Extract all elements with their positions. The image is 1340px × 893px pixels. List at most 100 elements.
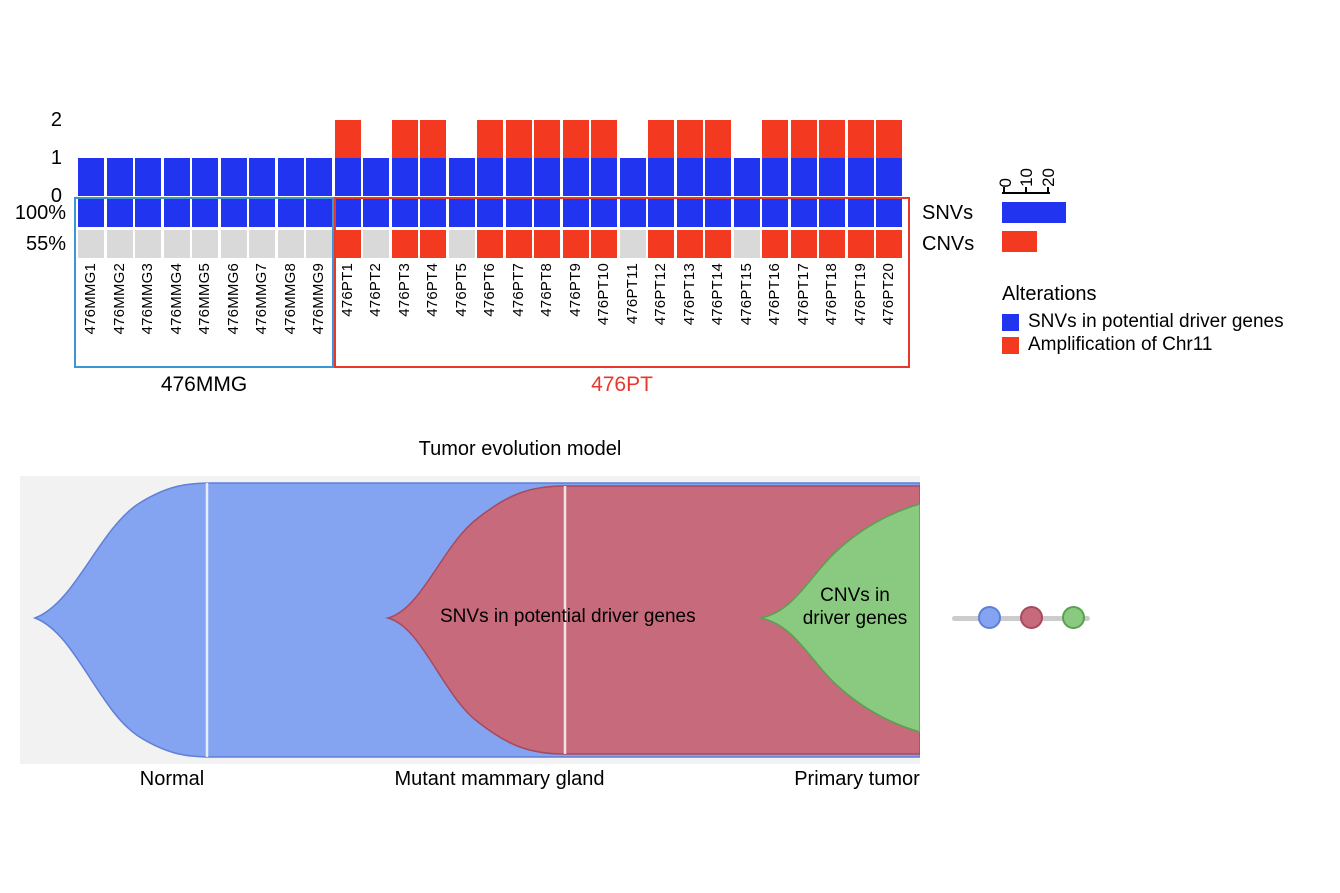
fishplot bbox=[20, 476, 920, 764]
snv-bar-segment bbox=[733, 158, 760, 196]
group-box-0 bbox=[74, 197, 334, 368]
cnv-cell bbox=[648, 230, 674, 258]
bar-column bbox=[220, 158, 247, 196]
cnv-cell bbox=[562, 230, 589, 258]
bar-column bbox=[591, 120, 617, 196]
snv-bar-segment bbox=[790, 158, 817, 196]
group-box-1 bbox=[334, 197, 910, 368]
bar-column bbox=[534, 120, 560, 196]
clone-shape-2 bbox=[759, 503, 920, 733]
stage-label-primary-tumor: Primary tumor bbox=[794, 768, 920, 790]
bar-column bbox=[163, 158, 190, 196]
cnv-cell bbox=[733, 230, 760, 258]
cnv-cell bbox=[819, 230, 845, 258]
snv-bar-segment bbox=[819, 158, 845, 196]
count-axis-tickmark bbox=[1047, 187, 1049, 192]
cnv-cell bbox=[220, 230, 247, 258]
snv-bar-segment bbox=[448, 158, 475, 196]
clone-shape-1 bbox=[385, 485, 920, 755]
cnv-bar-segment bbox=[762, 120, 788, 158]
bar-column bbox=[619, 158, 646, 196]
snv-cell bbox=[819, 199, 845, 227]
snv-bar-segment bbox=[106, 158, 133, 196]
snv-bar-segment bbox=[505, 158, 532, 196]
timeline-dot-snv bbox=[1020, 606, 1043, 629]
bar-column bbox=[249, 158, 275, 196]
snv-cell bbox=[790, 199, 817, 227]
snv-bar-segment bbox=[534, 158, 560, 196]
cnv-legend-swatch bbox=[1002, 336, 1019, 354]
bar-column bbox=[106, 158, 133, 196]
bar-column bbox=[562, 120, 589, 196]
cnv-cell bbox=[249, 230, 275, 258]
snv-bar-segment bbox=[306, 158, 332, 196]
y-axis-tick-0: 0 bbox=[50, 185, 62, 207]
bar-column bbox=[876, 120, 902, 196]
bar-column bbox=[448, 158, 475, 196]
snv-bar-segment bbox=[420, 158, 446, 196]
snv-bar-segment bbox=[477, 158, 503, 196]
cnv-legend-label: Amplification of Chr11 bbox=[1028, 334, 1213, 355]
cnv-cell bbox=[477, 230, 503, 258]
cnv-row-percent: 55% bbox=[25, 233, 66, 255]
snv-cell bbox=[477, 199, 503, 227]
snv-cell bbox=[220, 199, 247, 227]
snv-bar-segment bbox=[391, 158, 418, 196]
cnv-cell bbox=[391, 230, 418, 258]
snv-cell bbox=[334, 199, 361, 227]
cnv-bar-segment bbox=[562, 120, 589, 158]
bar-column bbox=[391, 120, 418, 196]
bar-column bbox=[363, 158, 389, 196]
cnv-bar-segment bbox=[676, 120, 703, 158]
cnv-cell bbox=[363, 230, 389, 258]
bar-column bbox=[762, 120, 788, 196]
snv-bar-segment bbox=[619, 158, 646, 196]
count-axis-tickmark bbox=[1003, 187, 1005, 192]
bar-column bbox=[733, 158, 760, 196]
count-tick-10: 10 bbox=[1017, 168, 1036, 187]
snv-bar-segment bbox=[249, 158, 275, 196]
group-label-0: 476MMG bbox=[160, 373, 248, 396]
cnv-count-bar bbox=[1002, 231, 1038, 252]
bar-column bbox=[135, 158, 161, 196]
snv-bar-segment bbox=[591, 158, 617, 196]
cnv-clone-label-line2: driver genes bbox=[802, 608, 908, 629]
bar-column bbox=[192, 158, 218, 196]
snv-cell bbox=[363, 199, 389, 227]
cnv-cell bbox=[420, 230, 446, 258]
snv-cell bbox=[534, 199, 560, 227]
snv-cell bbox=[78, 199, 104, 227]
snv-bar-segment bbox=[762, 158, 788, 196]
count-axis-labels: 0 10 20 bbox=[996, 138, 1082, 192]
snv-cell bbox=[733, 199, 760, 227]
bar-column bbox=[648, 120, 674, 196]
snv-bar-segment bbox=[163, 158, 190, 196]
snv-clone-label: SNVs in potential driver genes bbox=[440, 606, 696, 627]
snv-cell bbox=[306, 199, 332, 227]
cnv-cell bbox=[591, 230, 617, 258]
bar-column bbox=[334, 120, 361, 196]
count-axis-line bbox=[1002, 187, 1050, 194]
cnv-row bbox=[78, 230, 902, 258]
snv-cell bbox=[249, 199, 275, 227]
bar-column bbox=[676, 120, 703, 196]
bar-column bbox=[790, 120, 817, 196]
cnv-cell bbox=[790, 230, 817, 258]
cnv-cell bbox=[534, 230, 560, 258]
cnv-cell bbox=[334, 230, 361, 258]
snv-bar-segment bbox=[847, 158, 874, 196]
snv-bar-segment bbox=[705, 158, 731, 196]
snv-cell bbox=[448, 199, 475, 227]
legend-item-snv: SNVs in potential driver genes bbox=[1002, 311, 1284, 333]
y-axis-tick-2: 2 bbox=[50, 109, 62, 131]
snv-cell bbox=[106, 199, 133, 227]
cnv-cell bbox=[106, 230, 133, 258]
fishplot-title: Tumor evolution model bbox=[418, 438, 622, 460]
snv-bar-segment bbox=[334, 158, 361, 196]
cnv-cell bbox=[705, 230, 731, 258]
cnv-bar-segment bbox=[334, 120, 361, 158]
cnv-clone-label: CNVs in driver genes bbox=[785, 584, 925, 630]
snv-cell bbox=[277, 199, 304, 227]
bar-column bbox=[277, 158, 304, 196]
cnv-bar-segment bbox=[847, 120, 874, 158]
